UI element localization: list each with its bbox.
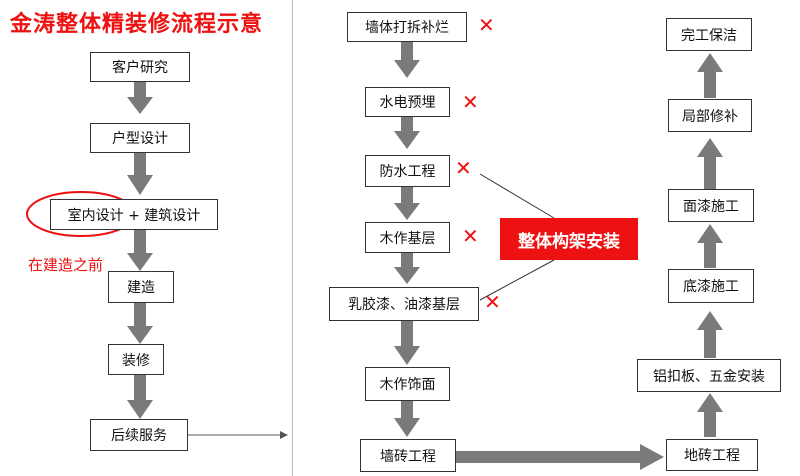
step-wood-base: 木作基层 — [365, 222, 450, 253]
step-waterproofing: 防水工程 — [365, 155, 450, 187]
connector-top — [479, 173, 555, 219]
step-floor-tiles: 地砖工程 — [666, 439, 758, 471]
arrow-right-4 — [697, 138, 723, 189]
cross-mark-2: ✕ — [462, 90, 479, 114]
arrow-mid-2 — [394, 117, 420, 149]
arrow-right-5 — [697, 53, 723, 98]
step-ceiling-hardware: 铝扣板、五金安装 — [637, 359, 781, 392]
step-after-service: 后续服务 — [90, 419, 188, 451]
arrow-mid-4 — [394, 253, 420, 284]
frame-install-label: 整体构架安装 — [500, 218, 638, 260]
arrow-right-1 — [697, 393, 723, 437]
step-final-cleaning: 完工保洁 — [666, 18, 752, 51]
cross-mark-5: ✕ — [484, 290, 501, 314]
step-decoration: 装修 — [108, 344, 164, 375]
arrow-thin-head — [280, 431, 288, 439]
step-construction: 建造 — [108, 271, 174, 303]
diagram-title: 金涛整体精装修流程示意 — [10, 12, 264, 37]
step-plumbing-electrical: 水电预埋 — [365, 87, 450, 117]
step-primer-paint: 底漆施工 — [668, 269, 754, 303]
step-topcoat-paint: 面漆施工 — [668, 189, 754, 222]
step-wood-finish: 木作饰面 — [365, 367, 450, 401]
arrow-mid-1 — [394, 41, 420, 78]
cross-mark-1: ✕ — [478, 13, 495, 37]
step-customer-research: 客户研究 — [90, 52, 190, 82]
step-interior-architecture-design: 室内设计 + 建筑设计 — [50, 199, 218, 230]
arrow-mid-5 — [394, 321, 420, 365]
arrow-left-5 — [127, 374, 153, 419]
arrow-left-2 — [127, 152, 153, 195]
arrow-horizontal — [456, 444, 664, 470]
arrow-right-2 — [697, 311, 723, 358]
note-before-construction: 在建造之前 — [28, 256, 104, 274]
divider-line — [292, 0, 293, 476]
connector-bottom — [479, 259, 555, 301]
arrow-mid-6 — [394, 401, 420, 437]
arrow-left-4 — [127, 302, 153, 344]
arrow-left-1 — [127, 81, 153, 114]
cross-mark-3: ✕ — [455, 156, 472, 180]
cross-mark-4: ✕ — [462, 224, 479, 248]
step-paint-base: 乳胶漆、油漆基层 — [329, 287, 479, 321]
step-touch-up: 局部修补 — [668, 99, 752, 132]
arrow-left-3 — [127, 229, 153, 271]
arrow-right-3 — [697, 224, 723, 268]
step-floorplan-design: 户型设计 — [90, 123, 190, 153]
step-wall-demolition: 墙体打拆补烂 — [347, 12, 467, 42]
step-wall-tiles: 墙砖工程 — [360, 439, 456, 472]
arrow-mid-3 — [394, 187, 420, 220]
